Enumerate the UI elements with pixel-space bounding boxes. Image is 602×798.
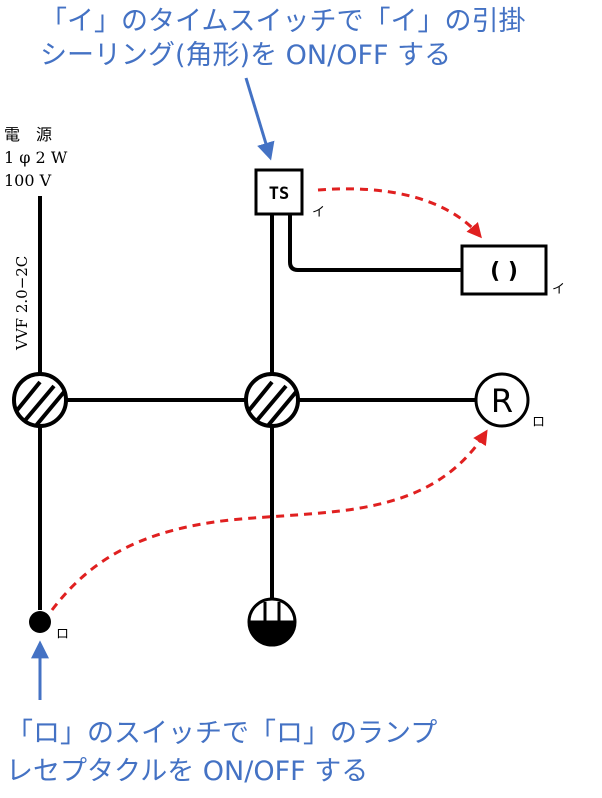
ceiling-rosette-box [460,244,548,296]
top-caption-line2: シーリング(角形)を ON/OFF する [40,40,451,71]
bottom-caption-line2: レセプタクルを ON/OFF する [6,756,368,787]
lamp-receptacle-icon [474,372,530,428]
switch-control-dashed-arrow [50,429,488,611]
top-caption-line1: 「イ」のタイムスイッチで「イ」の引掛 [40,6,525,37]
source-voltage: 100 V [4,171,52,190]
timer-switch-label: TS [269,184,289,204]
outlet-icon [247,597,297,647]
receptacle-tag: ロ [532,415,545,430]
timer-switch-tag: イ [312,205,325,220]
timer-switch-box [254,168,304,216]
switch-tag: ロ [56,627,69,642]
cable-label: VVF 2.0−2C [13,256,31,351]
receptacle-label: R [491,382,513,420]
source-phase: 1 φ 2 W [4,148,68,167]
wire-ts-ceiling [288,215,462,272]
switch-dot-icon [29,611,51,633]
junction-box-icon [12,372,68,428]
bottom-caption-line1: 「ロ」のスイッチで「ロ」のランプ [6,718,437,749]
timer-switch-pointer-arrow [244,77,275,161]
junction-box-icon [244,372,300,428]
ceiling-tag: イ [552,282,565,297]
ts-control-dashed-arrow [317,187,482,239]
ceiling-label: ( ) [490,259,518,284]
wires [38,196,475,610]
source-label: 電 源 [4,125,52,144]
